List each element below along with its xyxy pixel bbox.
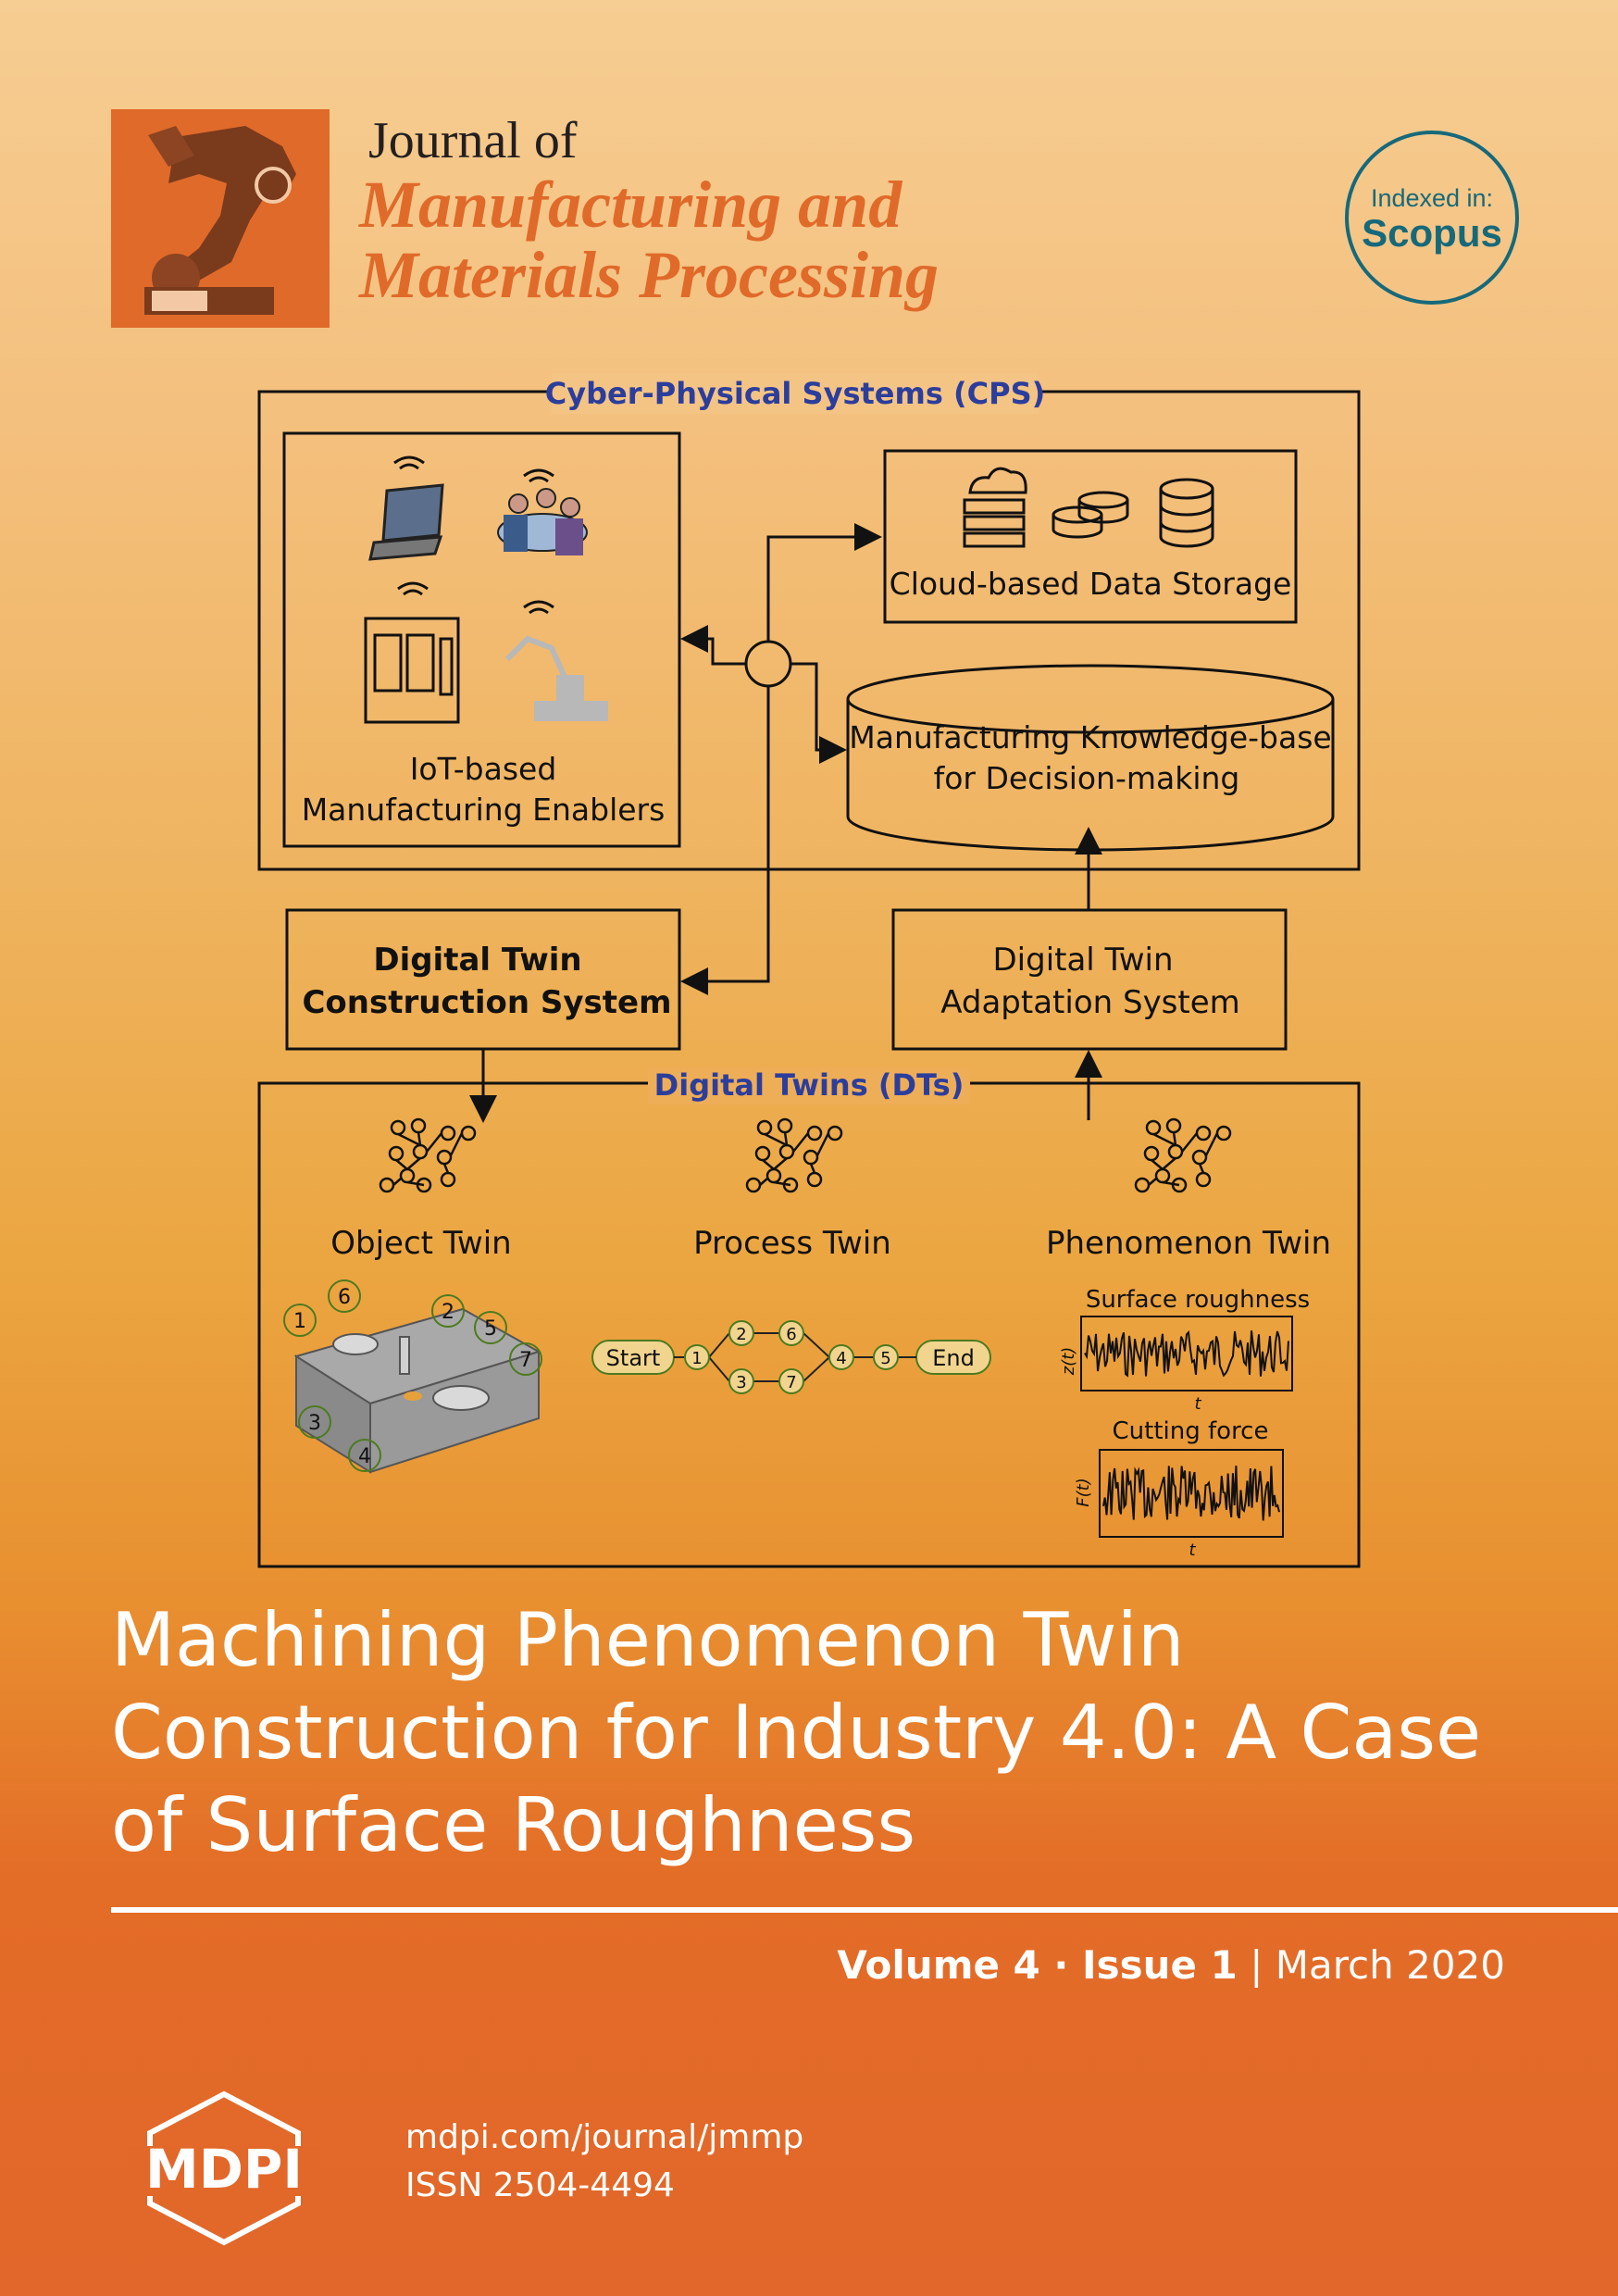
object-callouts [283, 1279, 542, 1472]
journal-name-line-1: Manufacturing and [359, 168, 902, 242]
object-callout-5: 5 [484, 1317, 497, 1341]
process-node-7: 7 [786, 1373, 796, 1392]
wifi-icon [393, 455, 554, 615]
process-node-3: 3 [736, 1373, 746, 1392]
object-twin-label: Object Twin [330, 1225, 511, 1262]
process-node-6: 6 [786, 1325, 796, 1344]
issue-number: Issue 1 [1082, 1942, 1238, 1988]
dt-adaptation-label-2: Adaptation System [940, 984, 1240, 1021]
surface-roughness-trace [1084, 1329, 1289, 1378]
process-node-5: 5 [880, 1349, 890, 1368]
plot1-frame [1080, 1316, 1293, 1391]
iot-label-1: IoT-based [410, 751, 557, 787]
object-callout-3: 3 [308, 1412, 321, 1435]
process-node-4: 4 [836, 1349, 846, 1368]
plot1-ylabel: z(t) [1059, 1347, 1078, 1377]
issue-line: Volume 4 · Issue 1 | March 2020 [837, 1942, 1505, 1988]
laptop-icon [368, 483, 444, 561]
object-callout-1: 1 [293, 1310, 306, 1333]
journal-title-prefix: Journal of [368, 112, 578, 169]
process-node-2: 2 [736, 1325, 746, 1344]
process-nodes [684, 1320, 899, 1394]
journal-name-line-2: Materials Processing [359, 238, 940, 312]
cloud-label: Cloud-based Data Storage [890, 566, 1292, 602]
process-start: Start [606, 1345, 661, 1371]
cps-dt-diagram: Cyber-Physical Systems (CPS) Digital Twi… [257, 373, 1361, 1568]
process-twin-label: Process Twin [693, 1225, 891, 1262]
process-end: End [932, 1345, 975, 1371]
plot2-xlabel: t [1189, 1541, 1196, 1560]
machined-part-icon [293, 1307, 541, 1474]
volume: Volume 4 [837, 1942, 1040, 1988]
plot1-xlabel: t [1194, 1394, 1201, 1414]
dt-construction-box [285, 908, 681, 1051]
cps-title: Cyber-Physical Systems (CPS) [545, 376, 1046, 411]
dt-adaptation-label-1: Digital Twin [992, 942, 1173, 979]
network-icon [379, 1117, 1232, 1193]
plot1-title: Surface roughness [1086, 1286, 1310, 1314]
issue-date: March 2020 [1275, 1942, 1505, 1988]
cloud-box [883, 449, 1298, 624]
journal-logo-icon [111, 109, 330, 328]
meeting-people-icon [497, 488, 588, 555]
kb-label-1: Manufacturing Knowledge-base [849, 719, 1331, 755]
dt-construction-label-1: Digital Twin [373, 942, 581, 979]
cps-title-bg [552, 373, 1039, 414]
scopus-badge: Indexed in: Scopus [1345, 131, 1519, 305]
robot-arm-icon [504, 635, 608, 721]
dts-title-bg [648, 1067, 970, 1104]
object-callout-6: 6 [338, 1286, 351, 1309]
dt-construction-label-2: Construction System [302, 984, 671, 1021]
badge-big-text: Scopus [1362, 211, 1502, 255]
cnc-machine-icon [364, 617, 460, 724]
plot2-title: Cutting force [1113, 1417, 1269, 1445]
disk-stack-icon [1052, 491, 1129, 539]
mdpi-logo-text: MDPI [145, 2138, 303, 2201]
dt-adaptation-box [891, 908, 1288, 1051]
mdpi-logo-icon: MDPI [128, 2090, 320, 2246]
phenomenon-twin-label: Phenomenon Twin [1046, 1225, 1331, 1262]
plot2-frame [1099, 1449, 1284, 1538]
badge-small-text: Indexed in: [1370, 184, 1494, 212]
iot-box [282, 431, 681, 848]
plot2-ylabel: F(t) [1074, 1478, 1093, 1506]
title-rule [111, 1907, 1618, 1913]
article-title: Machining Phenomenon Twin Construction f… [111, 1597, 1482, 1868]
database-icon [1159, 478, 1214, 548]
object-callout-7: 7 [519, 1349, 532, 1372]
issn: ISSN 2504-4494 [405, 2166, 675, 2204]
dts-title: Digital Twins (DTs) [654, 1067, 965, 1103]
iot-label-2: Manufacturing Enablers [302, 792, 666, 828]
journal-url[interactable]: mdpi.com/journal/jmmp [405, 2118, 804, 2156]
object-callout-4: 4 [358, 1445, 371, 1468]
cloud-server-icon [963, 467, 1027, 548]
process-node-1: 1 [691, 1349, 702, 1368]
object-callout-2: 2 [442, 1301, 454, 1324]
hub-circle [744, 640, 792, 688]
issue-sep: · [1039, 1942, 1082, 1988]
cutting-force-trace [1102, 1466, 1280, 1521]
issue-bar: | [1237, 1942, 1276, 1988]
kb-label-2: for Decision-making [934, 760, 1240, 796]
